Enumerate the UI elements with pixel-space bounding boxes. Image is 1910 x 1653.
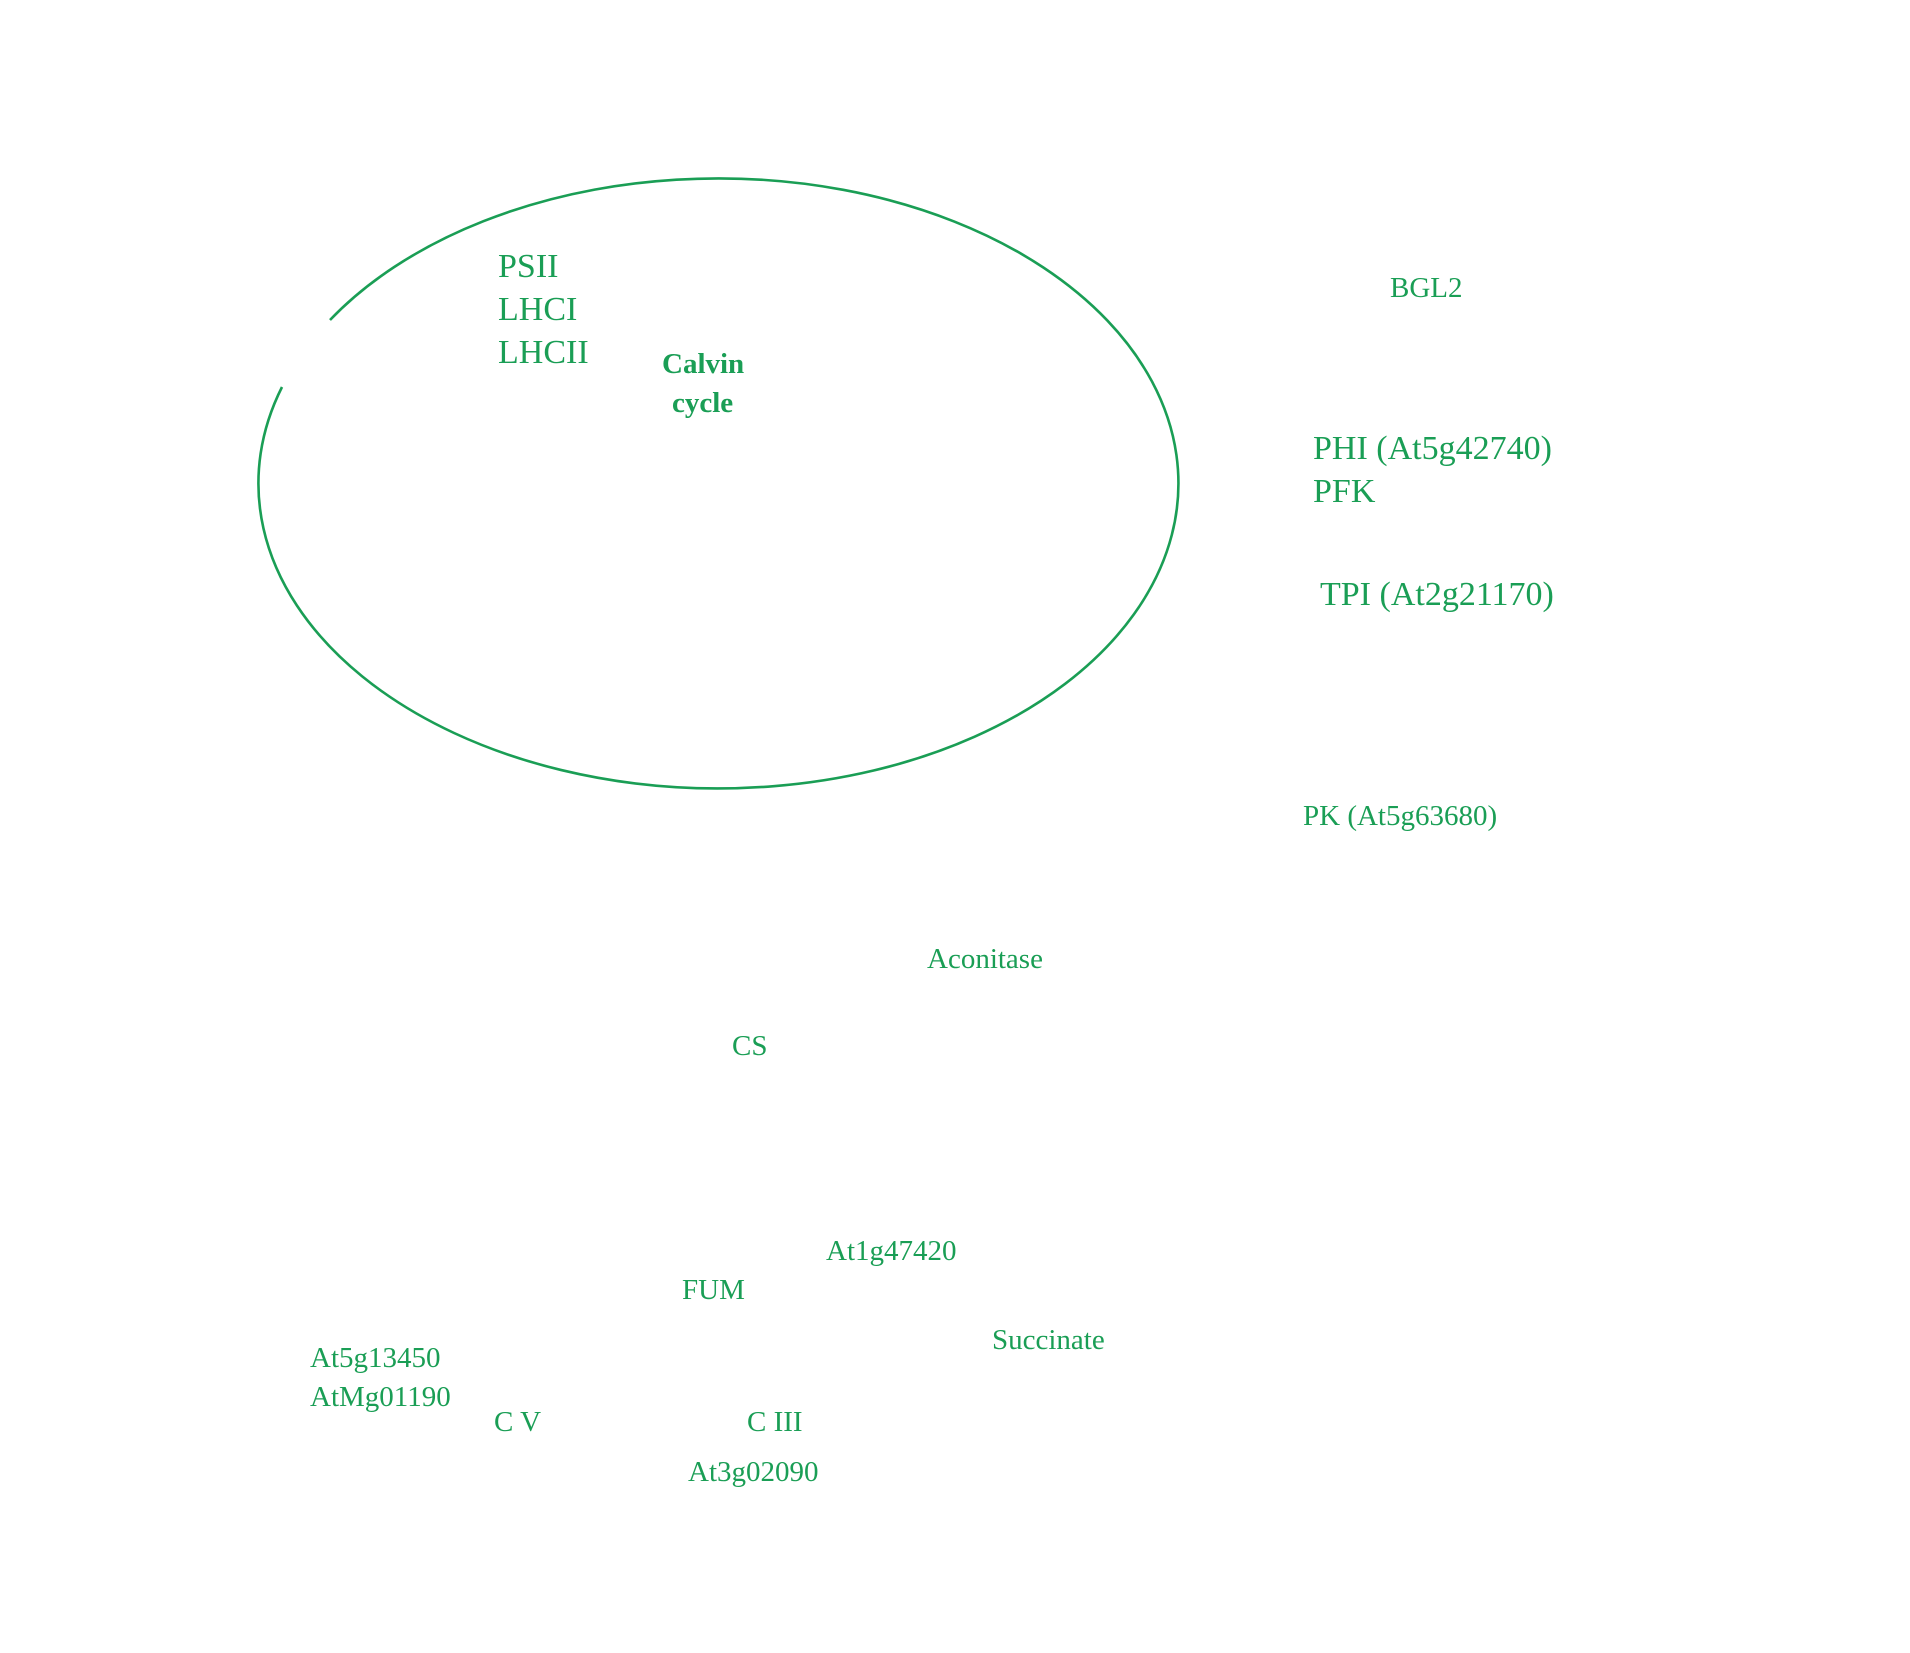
cs-label: CS bbox=[732, 1030, 768, 1062]
lhcii-label: LHCII bbox=[498, 334, 589, 371]
complex-v-label: C V bbox=[494, 1406, 542, 1438]
pk-label: PK (At5g63680) bbox=[1303, 800, 1498, 832]
complex-iii-label: C III bbox=[747, 1406, 803, 1438]
calvin-cycle-label-line2: cycle bbox=[672, 387, 734, 419]
chloroplast-outline bbox=[257, 177, 1180, 790]
calvin-cycle-label-line1: Calvin bbox=[662, 348, 745, 380]
succinate-label: Succinate bbox=[992, 1324, 1105, 1356]
tpi-label: TPI (At2g21170) bbox=[1320, 576, 1554, 613]
phi-label: PHI (At5g42740) bbox=[1313, 430, 1552, 467]
at5g13450-label: At5g13450 bbox=[310, 1342, 441, 1374]
at1g47420-label: At1g47420 bbox=[826, 1235, 957, 1267]
fum-label: FUM bbox=[682, 1274, 745, 1306]
lhci-label: LHCI bbox=[498, 291, 578, 328]
bgl2-label: BGL2 bbox=[1390, 272, 1463, 304]
psii-label: PSII bbox=[498, 248, 559, 285]
pfk-label: PFK bbox=[1313, 473, 1376, 510]
at3g02090-label: At3g02090 bbox=[688, 1456, 819, 1488]
aconitase-label: Aconitase bbox=[927, 943, 1043, 975]
atmg01190-label: AtMg01190 bbox=[310, 1381, 451, 1413]
